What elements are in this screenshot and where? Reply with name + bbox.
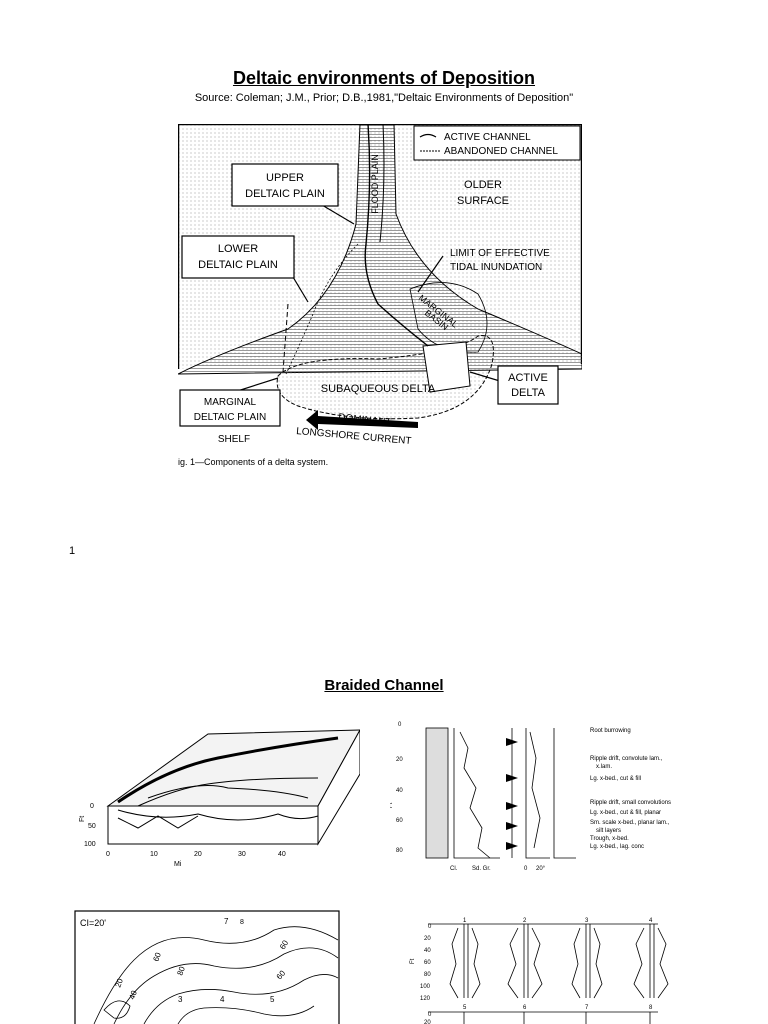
delta-system-figure: ACTIVE CHANNEL ABANDONED CHANNEL OLDER S… [178, 124, 582, 448]
block-x-30: 30 [238, 851, 246, 858]
series-depth-80: 80 [424, 972, 431, 978]
series-depth-60: 60 [424, 960, 431, 966]
block-x-20: 20 [194, 851, 202, 858]
series-depth-0: 0 [428, 924, 432, 930]
block-depth-0: 0 [90, 803, 94, 810]
braided-channel-contour-map: CI=20' 60 80 60 20 40 60 7 8 3 4 5 [74, 910, 340, 1024]
log-note-5: Ripple drift, small convolutions [590, 800, 671, 806]
legend-active-channel: ACTIVE CHANNEL [444, 132, 531, 143]
series-depth-40: 40 [424, 948, 431, 954]
legend-abandoned-channel: ABANDONED CHANNEL [444, 146, 558, 157]
page-number: 1 [69, 545, 76, 557]
log-note-2: Ripple drift, convolute lam., [590, 756, 663, 762]
log-note-7: Sm. scale x-bed., planar lam., [590, 820, 670, 826]
label-lower-deltaic-1: LOWER [218, 243, 258, 255]
braided-channel-log-series: 1 2 3 4 5 6 7 8 0 20 40 60 80 100 120 0 … [410, 918, 669, 1024]
label-older-surface-1: OLDER [464, 179, 502, 191]
series-depth-0b: 0 [428, 1012, 432, 1018]
log-note-4: Lg. x-bed., cut & fill [590, 776, 641, 782]
series-depth-20b: 20 [424, 1020, 431, 1024]
label-active-delta-2: DELTA [511, 387, 545, 399]
well-num-5: 5 [463, 1005, 467, 1011]
label-marginal-deltaic-1: MARGINAL [204, 397, 257, 408]
label-limit-tidal-1: LIMIT OF EFFECTIVE [450, 248, 550, 259]
contour-interval: CI=20' [80, 918, 106, 928]
log-depth-20: 20 [396, 757, 403, 763]
well-num-7: 7 [585, 1005, 589, 1011]
log-depth-unit: Ft [390, 802, 394, 808]
contour-label-60a: 60 [151, 951, 163, 963]
label-lower-deltaic-2: DELTAIC PLAIN [198, 259, 278, 271]
well-8: 8 [240, 919, 244, 926]
log-note-1: Root burrowing [590, 728, 631, 734]
label-subaqueous-delta: SUBAQUEOUS DELTA [321, 383, 436, 395]
label-upper-deltaic-1: UPPER [266, 172, 304, 184]
log-depth-40: 40 [396, 788, 403, 794]
well-5: 5 [270, 995, 275, 1004]
well-num-2: 2 [523, 918, 527, 924]
contour-label-40: 40 [127, 989, 139, 1001]
braided-channel-vertical-log: 0 20 40 60 80 Ft Cl. Sd. Gr. 0 20° Root … [390, 722, 671, 872]
well-4: 4 [220, 995, 225, 1004]
log-label-sdgr: Sd. Gr. [472, 866, 491, 872]
log-label-zero: 0 [524, 866, 528, 872]
well-num-4: 4 [649, 918, 653, 924]
block-x-unit: Mi [174, 861, 182, 868]
label-older-surface-2: SURFACE [457, 195, 509, 207]
label-active-delta-1: ACTIVE [508, 372, 548, 384]
series-depth-20: 20 [424, 936, 431, 942]
well-num-6: 6 [523, 1005, 527, 1011]
block-x-0: 0 [106, 851, 110, 858]
well-num-8: 8 [649, 1005, 653, 1011]
log-note-8: silt layers [596, 828, 621, 834]
log-depth-80: 80 [396, 848, 403, 854]
label-flood-plain: FLOOD PLAIN [370, 154, 380, 214]
log-depth-0: 0 [398, 722, 402, 728]
log-note-6: Lg. x-bed., cut & fill, planar [590, 810, 661, 816]
contour-label-80: 80 [175, 965, 187, 977]
log-note-9: Trough, x-bed. [590, 836, 629, 842]
log-label-cl: Cl. [450, 866, 458, 872]
well-7: 7 [224, 917, 229, 926]
log-label-20deg: 20° [536, 866, 546, 872]
label-marginal-deltaic-2: DELTAIC PLAIN [194, 412, 266, 423]
series-depth-unit: Ft [410, 958, 416, 964]
block-depth-unit: Ft [79, 816, 86, 822]
braided-channel-block-diagram: 0 50 100 Ft 0 10 20 30 40 Mi [79, 729, 360, 868]
log-note-3: x.lam. [596, 764, 612, 770]
block-depth-50: 50 [88, 823, 96, 830]
well-num-1: 1 [463, 918, 467, 924]
source-citation: Source: Coleman; J.M., Prior; D.B.,1981,… [194, 92, 574, 104]
block-x-40: 40 [278, 851, 286, 858]
log-depth-60: 60 [396, 818, 403, 824]
section-title: Braided Channel [324, 677, 444, 694]
page-title: Deltaic environments of Deposition [232, 68, 536, 88]
label-upper-deltaic-2: DELTAIC PLAIN [245, 188, 325, 200]
label-limit-tidal-2: TIDAL INUNDATION [450, 262, 542, 273]
series-depth-120: 120 [420, 996, 431, 1002]
block-depth-100: 100 [84, 841, 96, 848]
block-x-10: 10 [150, 851, 158, 858]
contour-label-20: 20 [113, 977, 125, 989]
well-3: 3 [178, 995, 183, 1004]
well-num-3: 3 [585, 918, 589, 924]
series-depth-100: 100 [420, 984, 431, 990]
label-shelf: SHELF [218, 434, 250, 445]
log-note-10: Lg. x-bed., lag. conc [590, 844, 644, 850]
figure-caption: ig. 1—Components of a delta system. [178, 457, 329, 467]
